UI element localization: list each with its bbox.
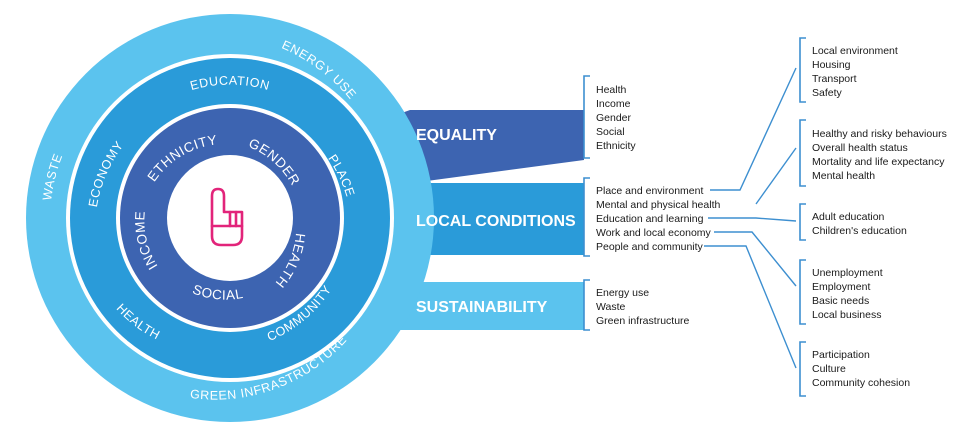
list-item: Local environment <box>812 45 898 57</box>
band-label-sustainability: SUSTAINABILITY <box>416 299 548 316</box>
raised-finger-hand-icon <box>210 187 244 247</box>
local-conditions-list: Place and environment Mental and physica… <box>596 185 720 253</box>
list-item: Adult education <box>812 211 885 223</box>
list-item: Place and environment <box>596 185 703 197</box>
list-item: Education and learning <box>596 213 704 225</box>
list-item: Gender <box>596 112 632 124</box>
band-label-equality: EQUALITY <box>416 127 497 144</box>
list-item: Overall health status <box>812 142 908 154</box>
list-item: Waste <box>596 301 626 313</box>
detail-brackets <box>799 37 806 397</box>
list-item: Community cohesion <box>812 377 910 389</box>
list-item: Employment <box>812 281 870 293</box>
list-item: Local business <box>812 309 881 321</box>
list-item: Ethnicity <box>596 140 636 152</box>
list-item: Housing <box>812 59 851 71</box>
equality-list: Health Income Gender Social Ethnicity <box>596 84 636 152</box>
list-item: Green infrastructure <box>596 315 690 327</box>
sustainability-list: Energy use Waste Green infrastructure <box>596 287 690 327</box>
list-brackets <box>583 75 590 331</box>
detail-group-economy: Unemployment Employment Basic needs Loca… <box>812 267 883 321</box>
list-item: Health <box>596 84 627 96</box>
list-item: Income <box>596 98 631 110</box>
band-label-local-conditions: LOCAL CONDITIONS <box>416 213 576 230</box>
list-item: Children's education <box>812 225 907 237</box>
list-item: Mental health <box>812 170 875 182</box>
list-item: Basic needs <box>812 295 869 307</box>
list-item: Energy use <box>596 287 649 299</box>
list-item: Mental and physical health <box>596 199 720 211</box>
detail-group-health: Healthy and risky behaviours Overall hea… <box>812 128 947 182</box>
list-item: Transport <box>812 73 857 85</box>
list-item: People and community <box>596 241 704 253</box>
detail-group-education: Adult education Children's education <box>812 211 907 237</box>
list-item: Culture <box>812 363 846 375</box>
list-item: Healthy and risky behaviours <box>812 128 947 140</box>
list-item: Safety <box>812 87 843 99</box>
list-item: Work and local economy <box>596 227 712 239</box>
list-item: Unemployment <box>812 267 883 279</box>
detail-group-community: Participation Culture Community cohesion <box>812 349 910 389</box>
detail-group-place: Local environment Housing Transport Safe… <box>812 45 898 99</box>
list-item: Mortality and life expectancy <box>812 156 945 168</box>
list-item: Social <box>596 126 625 138</box>
list-item: Participation <box>812 349 870 361</box>
detail-connectors <box>704 67 797 369</box>
